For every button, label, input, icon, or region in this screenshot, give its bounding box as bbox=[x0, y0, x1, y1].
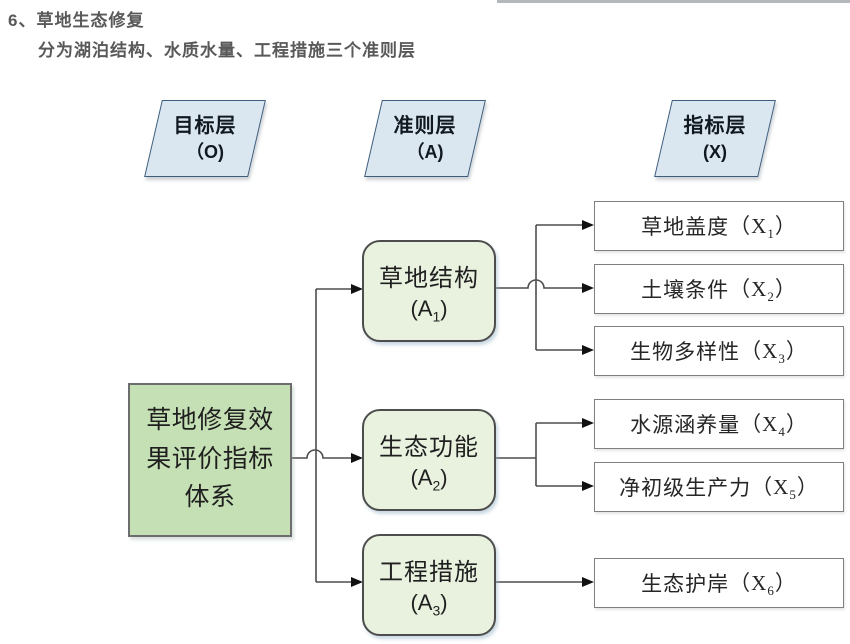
layer-header-indicator: 指标层 (X) bbox=[654, 100, 776, 177]
indicator-code-x5: （X5） bbox=[751, 474, 819, 503]
indicator-code-x3: （X3） bbox=[740, 338, 808, 367]
indicator-code-x6: （X6） bbox=[729, 570, 797, 599]
indicator-code-x2: （X2） bbox=[729, 276, 797, 305]
indicator-code-x1: （X1） bbox=[729, 213, 797, 242]
criteria3-to-indicator-connectors bbox=[492, 577, 594, 587]
criteria-code-a3: (A3) bbox=[410, 589, 448, 619]
goal-box: 草地修复效果评价指标体系 bbox=[128, 383, 292, 537]
layer-header-goal: 目标层 （O) bbox=[144, 100, 266, 177]
indicator-box-x1: 草地盖度（X1） bbox=[594, 201, 844, 251]
indicator-box-x5: 净初级生产力（X5） bbox=[594, 462, 844, 512]
layer-header-criteria: 准则层 （A) bbox=[364, 100, 486, 177]
page-subtitle: 分为湖泊结构、水质水量、工程措施三个准则层 bbox=[38, 41, 416, 60]
criteria-code-a2: (A2) bbox=[410, 464, 448, 494]
criteria-box-a2: 生态功能 (A2) bbox=[362, 409, 496, 511]
page-title: 6、草地生态修复 bbox=[8, 11, 145, 30]
criteria1-to-indicator-connectors bbox=[492, 220, 594, 355]
goal-to-criteria-connectors bbox=[288, 284, 363, 587]
indicator-code-x4: （X4） bbox=[740, 411, 808, 440]
indicator-box-x6: 生态护岸（X6） bbox=[594, 558, 844, 608]
criteria-code-a1: (A1) bbox=[410, 295, 448, 325]
criteria2-to-indicator-connectors bbox=[492, 418, 594, 491]
indicator-box-x4: 水源涵养量（X4） bbox=[594, 399, 844, 449]
criteria-box-a1: 草地结构 (A1) bbox=[362, 240, 496, 342]
criteria-box-a3: 工程措施 (A3) bbox=[362, 534, 496, 636]
layer-header-criteria-label: 准则层 （A) bbox=[393, 114, 457, 162]
indicator-box-x3: 生物多样性（X3） bbox=[594, 326, 844, 376]
layer-header-indicator-label: 指标层 (X) bbox=[683, 114, 747, 162]
top-border-line bbox=[497, 0, 850, 3]
layer-header-goal-label: 目标层 （O) bbox=[173, 114, 237, 162]
goal-box-label: 草地修复效果评价指标体系 bbox=[146, 406, 274, 512]
indicator-box-x2: 土壤条件（X2） bbox=[594, 264, 844, 314]
